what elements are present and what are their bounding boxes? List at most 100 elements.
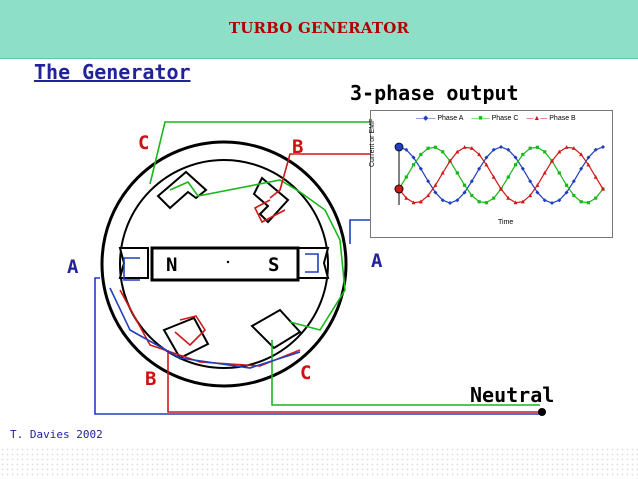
data-point-phase-c-24 xyxy=(572,193,576,198)
diagram-title: The Generator xyxy=(34,60,191,84)
data-point-phase-a-17 xyxy=(520,166,525,171)
data-point-phase-c-2 xyxy=(411,163,416,167)
data-point-phase-a-10 xyxy=(469,179,474,184)
data-point-phase-c-15 xyxy=(506,175,510,179)
data-point-phase-b-4 xyxy=(426,193,431,198)
three-phase-chart: —◆— Phase A —■— Phase C —▲— Phase B Curr… xyxy=(369,110,613,238)
chart-x-label: Time xyxy=(498,219,514,226)
data-point-phase-c-17 xyxy=(521,152,525,157)
data-point-phase-b-27 xyxy=(593,174,598,179)
data-point-phase-b-12 xyxy=(484,162,489,167)
data-point-phase-b-24 xyxy=(571,146,576,150)
data-point-phase-b-20 xyxy=(542,170,547,175)
data-point-phase-b-1 xyxy=(404,195,409,200)
data-point-phase-c-26 xyxy=(586,201,591,205)
data-point-phase-c-19 xyxy=(535,145,540,149)
label-b-top: B xyxy=(292,136,304,158)
data-point-phase-a-21 xyxy=(550,201,554,205)
data-point-phase-c-11 xyxy=(477,200,481,204)
data-point-phase-a-8 xyxy=(455,198,460,203)
data-point-phase-a-13 xyxy=(491,147,496,152)
data-point-phase-a-2 xyxy=(411,155,416,160)
data-point-phase-b-7 xyxy=(448,158,452,163)
data-point-phase-b-11 xyxy=(477,152,482,157)
data-point-phase-a-12 xyxy=(484,155,489,160)
data-point-phase-b-5 xyxy=(433,183,438,187)
label-a-left: A xyxy=(67,256,79,278)
data-point-phase-b-15 xyxy=(506,195,511,200)
pole-shoe-a-right xyxy=(297,247,330,279)
data-point-phase-b-26 xyxy=(586,162,591,167)
pole-shoe-b-top xyxy=(252,176,290,224)
data-point-phase-c-8 xyxy=(455,171,459,175)
data-point-phase-c-5 xyxy=(433,145,438,149)
data-point-phase-b-6 xyxy=(440,170,445,175)
phase-a-wiring xyxy=(94,219,540,415)
data-point-phase-b-16 xyxy=(513,200,518,205)
label-c-bottom: C xyxy=(300,362,312,384)
output-title: 3-phase output xyxy=(350,81,519,105)
data-point-phase-c-13 xyxy=(492,196,496,200)
data-point-phase-b-21 xyxy=(550,158,554,163)
neutral-terminal xyxy=(538,408,546,416)
data-point-phase-b-25 xyxy=(579,152,584,157)
data-point-phase-a-1 xyxy=(404,147,409,152)
data-point-phase-b-2 xyxy=(411,200,416,205)
axis-dot-phase-a xyxy=(394,142,404,152)
data-point-phase-a-9 xyxy=(462,190,467,195)
data-point-phase-c-4 xyxy=(426,146,430,150)
data-point-phase-b-9 xyxy=(462,145,467,149)
axis-dot-phase-b xyxy=(394,184,404,194)
header-bar: TURBO GENERATOR xyxy=(0,0,638,59)
data-point-phase-a-16 xyxy=(513,155,518,160)
stator-inner-ring xyxy=(119,159,329,369)
data-point-phase-b-18 xyxy=(528,193,533,198)
data-point-phase-a-18 xyxy=(528,179,533,184)
stator-outer-ring xyxy=(100,140,348,388)
label-b-bottom: B xyxy=(145,368,157,390)
label-a-right: A xyxy=(371,250,383,272)
data-point-phase-a-22 xyxy=(557,198,562,203)
data-point-phase-b-23 xyxy=(564,145,569,149)
data-point-phase-c-3 xyxy=(419,152,423,157)
footer-background xyxy=(0,447,638,479)
legend-item-phase-b: —▲— Phase B xyxy=(526,115,576,122)
label-c-top: C xyxy=(138,132,150,154)
data-point-phase-b-14 xyxy=(499,186,503,191)
data-point-phase-a-15 xyxy=(506,147,511,152)
data-point-phase-b-8 xyxy=(455,149,460,154)
data-point-phase-b-3 xyxy=(418,199,423,204)
rotor-axle xyxy=(226,260,230,264)
data-point-phase-a-19 xyxy=(535,190,540,195)
data-point-phase-a-14 xyxy=(499,145,503,149)
chart-legend: —◆— Phase A —■— Phase C —▲— Phase B xyxy=(416,114,582,122)
data-point-phase-c-18 xyxy=(528,146,532,150)
data-point-phase-c-12 xyxy=(484,201,489,205)
credit-text: T. Davies 2002 xyxy=(10,428,103,441)
label-south-pole: S xyxy=(268,254,280,276)
data-point-phase-a-26 xyxy=(586,155,591,160)
legend-item-phase-c: —■— Phase C xyxy=(471,115,519,122)
data-point-phase-c-20 xyxy=(543,150,547,154)
data-point-phase-c-16 xyxy=(513,163,518,167)
data-point-phase-a-7 xyxy=(448,201,452,205)
pole-shoe-b-bottom xyxy=(162,316,210,360)
data-point-phase-a-28 xyxy=(601,145,605,149)
label-north-pole: N xyxy=(166,254,178,276)
pole-shoe-c-top xyxy=(156,170,208,210)
data-point-phase-a-11 xyxy=(477,166,482,171)
data-point-phase-a-20 xyxy=(542,198,547,203)
data-point-phase-b-17 xyxy=(520,199,525,204)
data-point-phase-a-4 xyxy=(426,179,431,184)
data-point-phase-c-23 xyxy=(564,183,569,187)
data-point-phase-c-22 xyxy=(557,171,561,175)
data-point-phase-b-28 xyxy=(601,186,605,191)
data-point-phase-c-10 xyxy=(470,193,474,198)
pole-shoe-c-bottom xyxy=(250,308,302,350)
data-point-phase-a-24 xyxy=(571,179,576,184)
data-point-phase-c-25 xyxy=(579,200,583,204)
chart-plot xyxy=(394,142,605,205)
data-point-phase-a-6 xyxy=(440,198,445,203)
data-point-phase-a-25 xyxy=(579,166,584,171)
